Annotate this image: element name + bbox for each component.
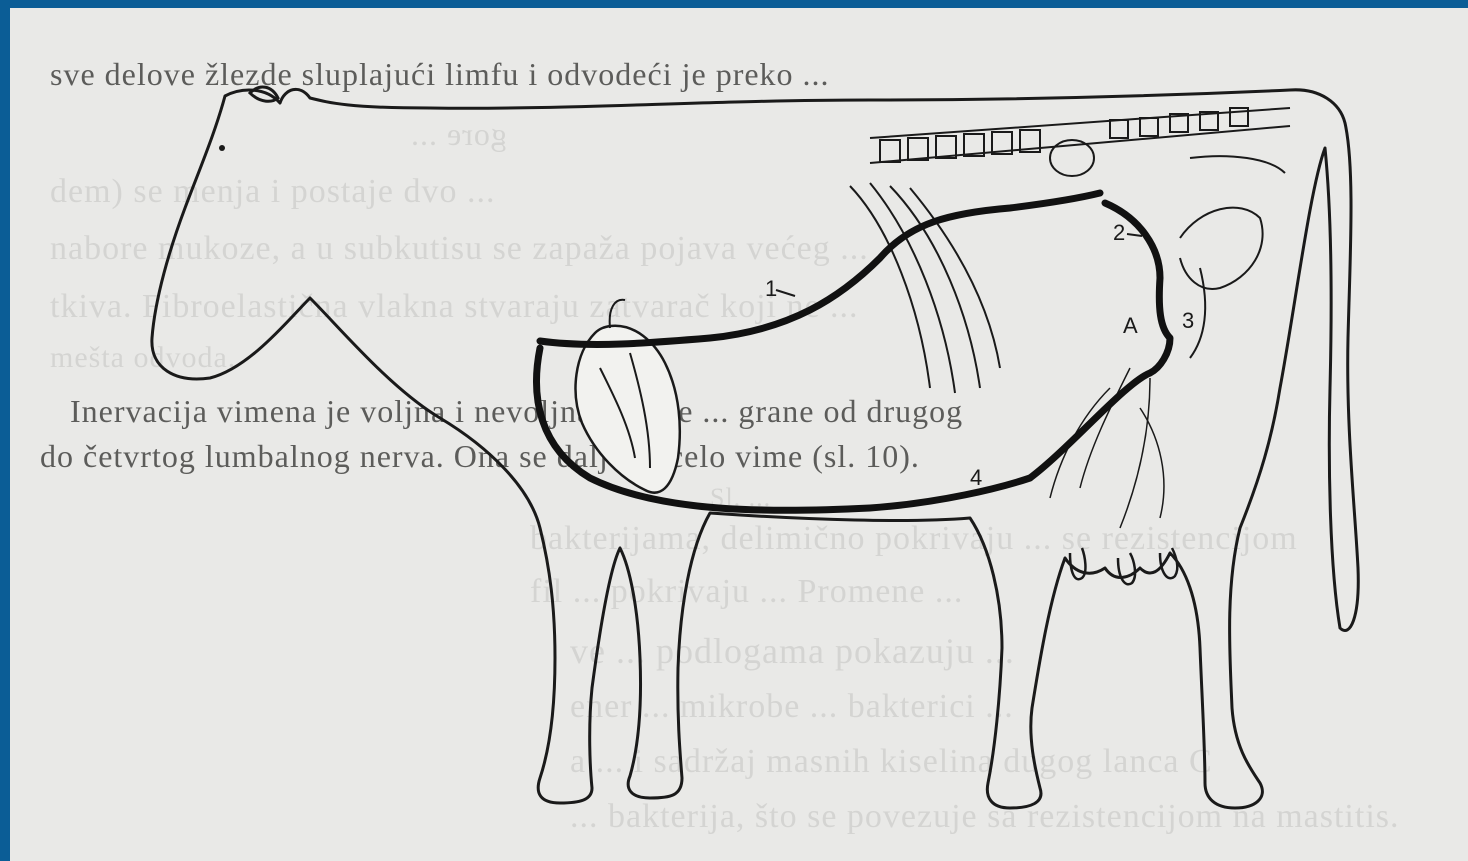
cow-outline xyxy=(152,89,1358,808)
label-one: 1 xyxy=(765,276,777,301)
cow-ear xyxy=(250,87,278,101)
lymph-duct-1 xyxy=(540,193,1100,344)
label-four: 4 xyxy=(970,465,982,490)
label-three: 3 xyxy=(1182,308,1194,333)
spine xyxy=(870,108,1290,176)
cow-lymph-diagram: 1 2 3 A 4 xyxy=(10,8,1468,861)
heart xyxy=(576,326,680,493)
label-a: A xyxy=(1123,313,1138,338)
udder-teats xyxy=(1070,548,1177,584)
label-two: 2 xyxy=(1113,220,1125,245)
page-scan: sve delove žlezde sluplajući limfu i odv… xyxy=(10,8,1468,861)
diagram-labels: 1 2 3 A 4 xyxy=(765,220,1194,490)
pelvic-organs xyxy=(1180,156,1285,358)
lymph-duct-2-3 xyxy=(1030,203,1170,478)
cow-eye xyxy=(219,145,225,151)
